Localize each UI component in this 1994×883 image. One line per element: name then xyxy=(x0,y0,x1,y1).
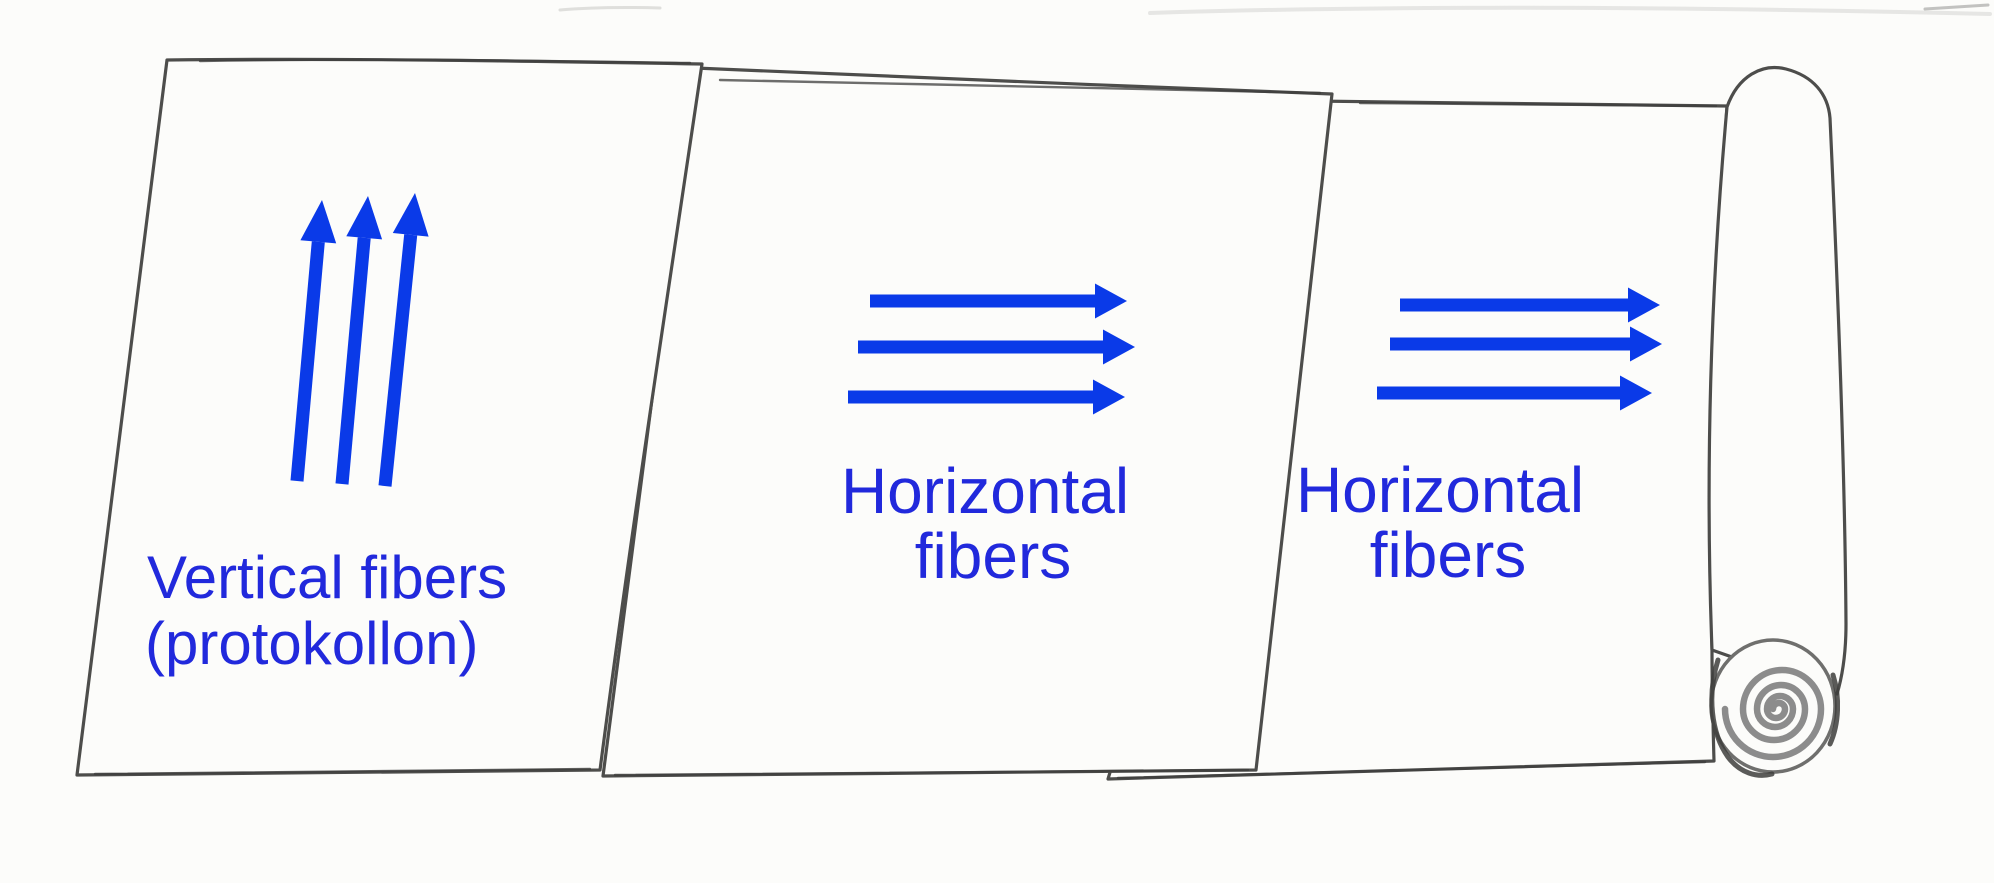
sheet-1-label-line-2: (protokollon) xyxy=(145,610,479,677)
scroll-roll-body xyxy=(1707,66,1848,696)
sheet-2-label-line-1: Horizontal xyxy=(841,455,1129,527)
edge-emphasis xyxy=(93,58,1718,780)
fiber-arrows xyxy=(290,193,1662,487)
roll-end-dark-arc xyxy=(1709,657,1841,778)
sheet-3-label-line-2: fibers xyxy=(1370,519,1527,591)
sheet-2-label-line-2: fibers xyxy=(915,520,1072,592)
sheet-3-label-line-1: Horizontal xyxy=(1296,454,1584,526)
sheet-1-label-line-1: Vertical fibers xyxy=(147,544,507,611)
sheet-outlines xyxy=(75,57,1848,781)
spiral-icon xyxy=(1721,666,1825,761)
roll-end xyxy=(1709,638,1841,778)
labels: Vertical fibers (protokollon) Horizontal… xyxy=(145,454,1584,677)
up-arrows-icon xyxy=(290,193,429,487)
sheet-2-outline xyxy=(601,66,1334,778)
right-arrows-icon-sheet-2 xyxy=(848,283,1135,415)
right-arrows-icon-sheet-3 xyxy=(1377,287,1662,411)
